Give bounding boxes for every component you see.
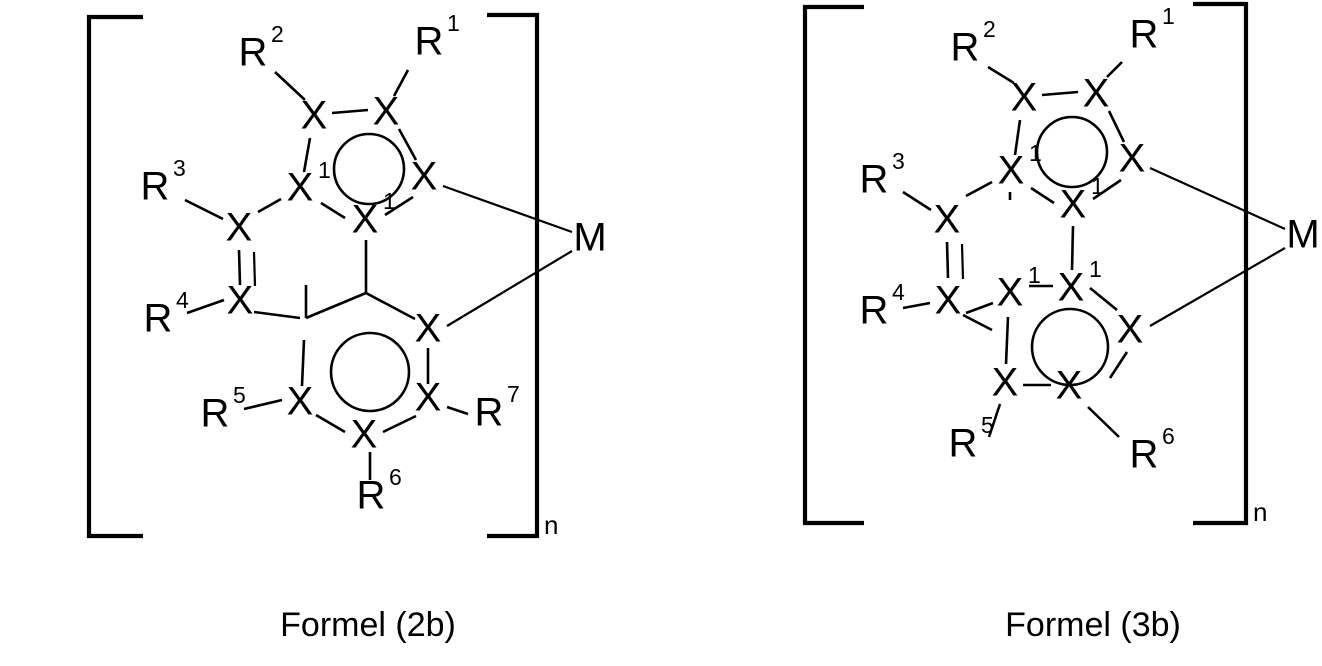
substituent-labels-2b: R 2 R 1 R 3 R 4 R 5 R 6 R 7 bbox=[141, 10, 520, 517]
atom-x: X bbox=[301, 94, 328, 138]
bracket-left-2b bbox=[86, 14, 143, 539]
substituent-r2: R bbox=[951, 26, 980, 70]
substituent-r3-superscript: 3 bbox=[892, 148, 905, 174]
atom-group-central-2b: X X bbox=[226, 206, 254, 323]
atom-group-lower-3b: X 1 X 1 X X X bbox=[992, 256, 1144, 407]
atom-group-lower-2b: X X X X bbox=[287, 307, 442, 457]
metal-label-2b: M bbox=[573, 216, 606, 260]
atom-x: X bbox=[1117, 308, 1144, 352]
central-ring-bonds-2b bbox=[237, 197, 368, 320]
atom-x: X bbox=[1060, 183, 1087, 227]
atom-x: X bbox=[1058, 266, 1085, 310]
atom-x: X bbox=[1011, 76, 1038, 120]
substituent-r2-superscript: 2 bbox=[983, 16, 996, 42]
central-ring-bonds-3b bbox=[945, 180, 1075, 332]
substituent-r3-superscript: 3 bbox=[173, 155, 186, 181]
aromatic-circle-lower-3b bbox=[1030, 307, 1110, 387]
atom-group-upper-2b: X X X X 1 X 1 bbox=[287, 90, 438, 242]
substituent-r4-superscript: 4 bbox=[176, 287, 189, 313]
atom-x: X bbox=[935, 279, 962, 323]
upper-ring-bonds-2b bbox=[302, 108, 418, 220]
atom-group-upper-3b: X X X X 1 X 1 bbox=[998, 72, 1146, 227]
bracket-right-3b bbox=[1193, 1, 1249, 526]
substituent-labels-3b: R 2 R 1 R 3 R 4 R 5 R 6 bbox=[860, 3, 1175, 476]
atom-x: X bbox=[415, 307, 442, 351]
atom-superscript: 1 bbox=[1091, 173, 1104, 199]
substituent-r1-superscript: 1 bbox=[447, 10, 460, 36]
substituent-r1: R bbox=[1130, 13, 1159, 57]
substituent-r7-superscript: 7 bbox=[507, 381, 520, 407]
atom-superscript: 1 bbox=[383, 188, 396, 214]
aromatic-circle-upper-3b bbox=[1035, 115, 1109, 189]
atom-superscript: 1 bbox=[1029, 140, 1042, 166]
caption-formel-3b: Formel (3b) bbox=[1005, 606, 1181, 644]
substituent-r6: R bbox=[1130, 433, 1159, 477]
substituent-r5-superscript: 5 bbox=[981, 412, 994, 438]
substituent-r4: R bbox=[144, 297, 173, 341]
atom-x: X bbox=[992, 361, 1019, 405]
metal-bonds-2b bbox=[442, 184, 573, 327]
substituent-bonds-2b bbox=[184, 69, 469, 480]
atom-x: X bbox=[415, 376, 442, 420]
substituent-r2: R bbox=[239, 31, 268, 75]
atom-group-central-3b: X X bbox=[934, 198, 962, 323]
atom-x: X bbox=[934, 198, 961, 242]
substituent-r1: R bbox=[415, 20, 444, 64]
atom-x: X bbox=[373, 90, 400, 134]
atom-x: X bbox=[227, 279, 254, 323]
atom-x: X bbox=[998, 149, 1025, 193]
substituent-r6-superscript: 6 bbox=[1162, 423, 1175, 449]
substituent-r5-superscript: 5 bbox=[233, 382, 246, 408]
atom-superscript: 1 bbox=[1028, 262, 1041, 288]
substituent-r5: R bbox=[949, 422, 978, 466]
substituent-r1-superscript: 1 bbox=[1162, 3, 1175, 29]
substituent-r7: R bbox=[475, 391, 504, 435]
substituent-bonds-3b bbox=[902, 61, 1123, 438]
lower-ring-bonds-2b bbox=[300, 291, 430, 434]
aromatic-circle-lower-2b bbox=[329, 331, 411, 413]
bracket-right-2b bbox=[487, 12, 540, 539]
substituent-r4-superscript: 4 bbox=[892, 279, 905, 305]
metal-label-3b: M bbox=[1286, 213, 1319, 257]
atom-x: X bbox=[1056, 364, 1083, 408]
substituent-r2-superscript: 2 bbox=[271, 21, 284, 47]
substituent-r4: R bbox=[860, 289, 889, 333]
atom-x: X bbox=[411, 155, 438, 199]
atom-superscript: 1 bbox=[318, 157, 331, 183]
atom-x: X bbox=[1119, 137, 1146, 181]
atom-x: X bbox=[287, 166, 314, 210]
atom-x: X bbox=[1083, 72, 1110, 116]
upper-ring-bonds-3b bbox=[1013, 90, 1126, 205]
repeat-subscript-3b: n bbox=[1253, 497, 1267, 527]
substituent-r5: R bbox=[201, 392, 230, 436]
atom-x: X bbox=[351, 413, 378, 457]
aromatic-circle-upper-2b bbox=[332, 132, 406, 206]
metal-bonds-3b bbox=[1149, 166, 1286, 327]
substituent-r3: R bbox=[860, 158, 889, 202]
bracket-left-3b bbox=[802, 4, 864, 526]
substituent-r6-superscript: 6 bbox=[389, 464, 402, 490]
atom-x: X bbox=[287, 380, 314, 424]
lower-ring-bonds-3b bbox=[1004, 284, 1129, 387]
caption-formel-2b: Formel (2b) bbox=[280, 606, 456, 644]
substituent-r6: R bbox=[357, 474, 386, 518]
atom-x: X bbox=[226, 206, 253, 250]
atom-x: X bbox=[997, 271, 1024, 315]
atom-x: X bbox=[352, 198, 379, 242]
substituent-r3: R bbox=[141, 165, 170, 209]
repeat-subscript-2b: n bbox=[544, 510, 558, 540]
atom-superscript: 1 bbox=[1089, 256, 1102, 282]
